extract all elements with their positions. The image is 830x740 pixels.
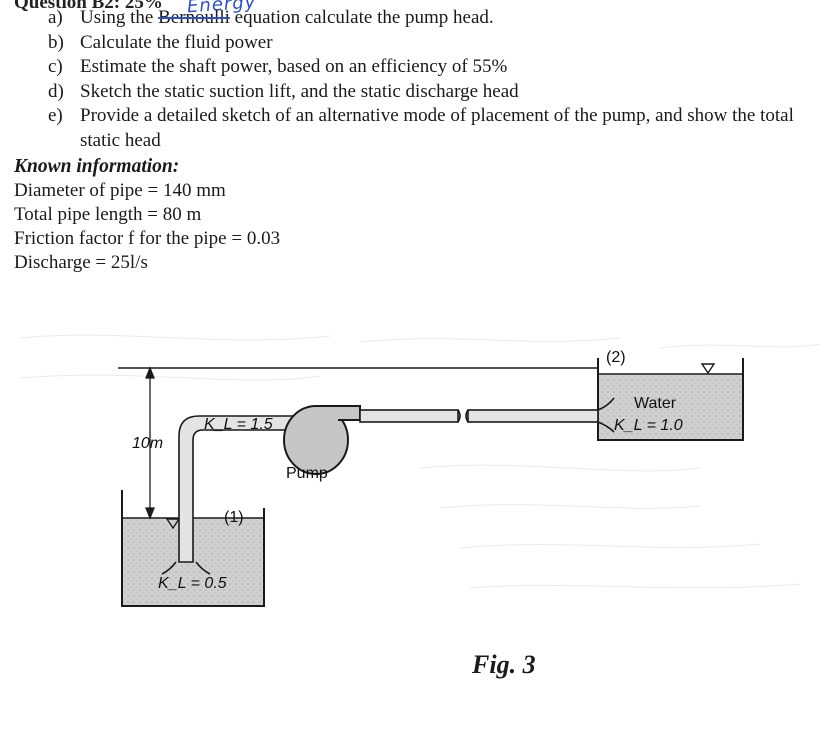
water-level-marker-icon [165, 518, 181, 530]
figure-caption: Fig. 3 [472, 650, 536, 679]
question-text: Using the Bernoulli equation calculate t… [80, 7, 494, 28]
question-text: Provide a detailed sketch of an alternat… [80, 105, 794, 151]
question-item-c: c) Estimate the shaft power, based on an… [44, 55, 824, 80]
question-text-part: Using the [80, 7, 159, 28]
known-info-line: Diameter of pipe = 140 mm [14, 180, 226, 201]
struck-word: Bernoulli [158, 7, 230, 28]
label-kl-exit: K_L = 1.0 [614, 417, 683, 434]
question-item-e: e) Provide a detailed sketch of an alter… [44, 104, 824, 153]
pump-system-figure: (2) Water K_L = 1.0 K_L = 1.5 10m Pump (… [0, 318, 830, 658]
upper-tank [597, 358, 744, 441]
question-letter: c) [48, 56, 63, 77]
question-item-b: b) Calculate the fluid power [44, 31, 824, 56]
label-kl-elbow: K_L = 1.5 [204, 416, 273, 433]
label-point-1: (1) [224, 509, 244, 526]
label-water: Water [634, 395, 677, 412]
label-kl-entrance: K_L = 0.5 [158, 575, 227, 592]
question-item-a: a) Using the Bernoulli equation calculat… [44, 6, 824, 31]
cropped-question-title: Question B2: 25% [14, 0, 163, 13]
known-information: Known information: Diameter of pipe = 14… [14, 155, 280, 275]
question-letter: d) [48, 80, 64, 102]
label-height: 10m [132, 435, 163, 452]
question-text-part: equation calculate the pump head. [229, 7, 494, 28]
known-info-line: Discharge = 25l/s [14, 252, 148, 273]
question-letter: b) [48, 31, 64, 53]
water-level-marker-icon [700, 363, 716, 375]
label-point-2: (2) [606, 349, 626, 366]
height-dimension [145, 366, 155, 520]
question-text: Estimate the shaft power, based on an ef… [80, 56, 508, 77]
background-bleed [19, 334, 821, 589]
discharge-pipe [359, 397, 615, 433]
question-list: a) Using the Bernoulli equation calculat… [44, 6, 824, 153]
known-information-heading: Known information: [14, 156, 180, 177]
known-info-line: Total pipe length = 80 m [14, 204, 202, 225]
question-text: Sketch the static suction lift, and the … [80, 80, 519, 102]
question-letter: a) [48, 7, 63, 28]
pump-system-diagram: (2) Water K_L = 1.0 K_L = 1.5 10m Pump (… [19, 334, 821, 607]
known-info-line: Friction factor f for the pipe = 0.03 [14, 228, 281, 249]
question-letter: e) [48, 105, 63, 126]
question-item-d: d) Sketch the static suction lift, and t… [44, 80, 824, 105]
pump [283, 405, 361, 475]
label-pump: Pump [286, 465, 328, 482]
question-text: Calculate the fluid power [80, 31, 273, 53]
